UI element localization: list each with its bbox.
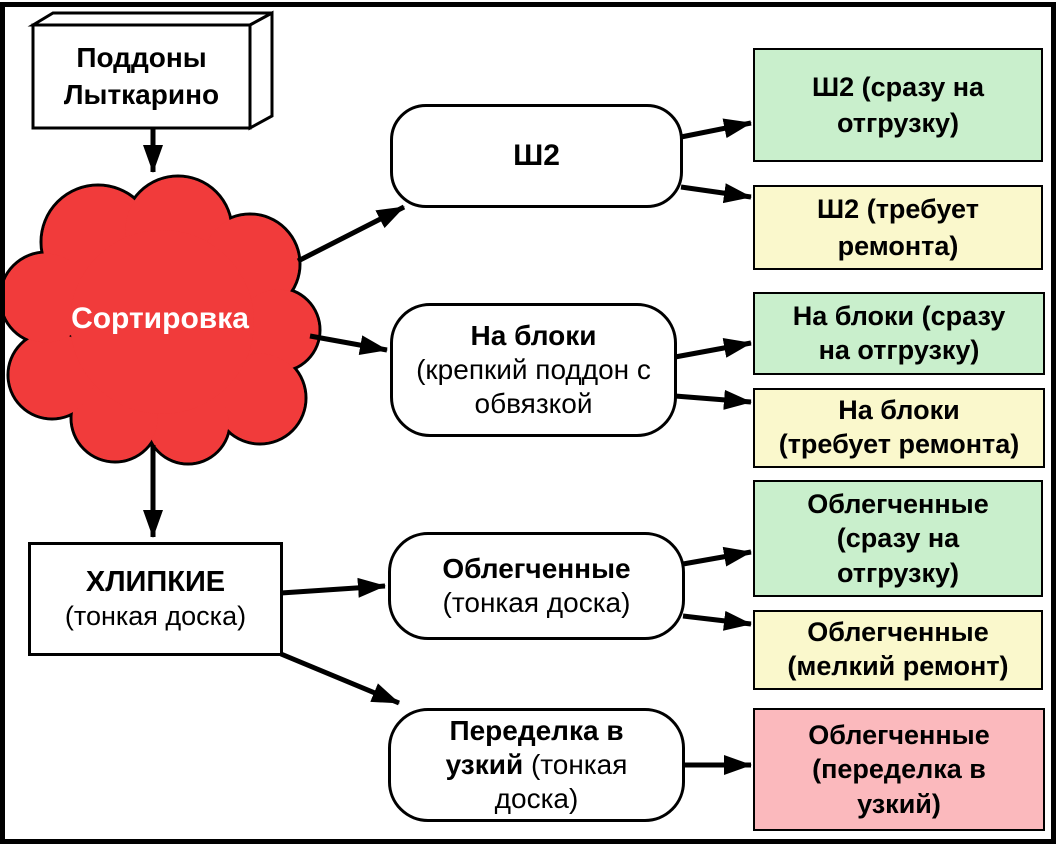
outcome-bloki-repair: На блоки (требует ремонта) <box>753 388 1045 468</box>
arrow-obl-to-repair <box>682 610 752 631</box>
flow-arrows <box>143 118 752 775</box>
node-sh2: Ш2 <box>390 104 683 208</box>
arrow-sh2-to-ship <box>680 118 752 140</box>
outcome-sh2-ship-label: Ш2 (сразу на отгрузку) <box>811 71 985 138</box>
source-box-3d-shape <box>27 10 274 131</box>
node-peredelka-title: Переделка в узкий <box>445 714 624 780</box>
outcome-sh2-repair-label: Ш2 (требует ремонта) <box>817 194 979 261</box>
arrow-hub-to-sh2 <box>296 204 406 264</box>
arrow-hub-to-nabloki <box>309 333 388 356</box>
outcome-obl-repair-label: Облегченные (мелкий ремонт) <box>787 617 1009 681</box>
outcome-bloki-ship-label: На блоки (сразу на отгрузку) <box>792 300 1006 365</box>
node-oblegchennye-subtitle: (тонкая доска) <box>442 587 631 618</box>
arrow-sh2-to-repair <box>680 183 752 204</box>
arrow-obl-to-ship <box>682 546 752 567</box>
node-khlipkie-subtitle: (тонкая доска) <box>64 601 247 632</box>
node-na-bloki-title: На блоки <box>470 319 597 351</box>
node-oblegchennye: Облегченные (тонкая доска) <box>388 532 685 640</box>
outcome-obl-repair: Облегченные (мелкий ремонт) <box>753 610 1043 690</box>
outcome-obl-narrow: Облегченные (переделка в узкий) <box>753 708 1045 831</box>
node-khlipkie-title: ХЛИПКИЕ <box>85 566 226 598</box>
node-peredelka-subtitle: (тонкая доска) <box>494 748 628 815</box>
hub-cloud-label: Сортировка <box>71 302 249 335</box>
arrow-khlipkie-to-peredelka <box>280 651 400 706</box>
outcome-bloki-ship: На блоки (сразу на отгрузку) <box>753 292 1045 375</box>
node-sh2-label: Ш2 <box>513 138 560 172</box>
outcome-obl-ship: Облегченные (сразу на отгрузку) <box>753 480 1043 597</box>
node-peredelka-v-uzkiy: Переделка в узкий (тонкая доска) <box>388 708 685 822</box>
outcome-sh2-repair: Ш2 (требует ремонта) <box>753 185 1043 270</box>
source-box-label: Поддоны Лыткарино <box>63 41 220 110</box>
outcome-obl-ship-label: Облегченные (сразу на отгрузку) <box>807 488 989 588</box>
node-na-bloki: На блоки (крепкий поддон с обвязкой <box>390 303 677 437</box>
outcome-obl-narrow-label: Облегченные (переделка в узкий) <box>808 719 990 819</box>
arrow-nabloki-to-repair <box>674 389 752 410</box>
arrow-khlipkie-to-obl <box>280 577 386 598</box>
arrow-nabloki-to-ship <box>674 338 752 360</box>
outcome-sh2-ship: Ш2 (сразу на отгрузку) <box>753 48 1043 162</box>
hub-cloud-shape <box>0 174 322 466</box>
node-na-bloki-subtitle: (крепкий поддон с обвязкой <box>416 353 651 420</box>
outcome-bloki-repair-label: На блоки (требует ремонта) <box>778 395 1020 459</box>
node-oblegchennye-title: Облегченные <box>442 552 631 584</box>
node-khlipkie: ХЛИПКИЕ (тонкая доска) <box>28 542 283 656</box>
